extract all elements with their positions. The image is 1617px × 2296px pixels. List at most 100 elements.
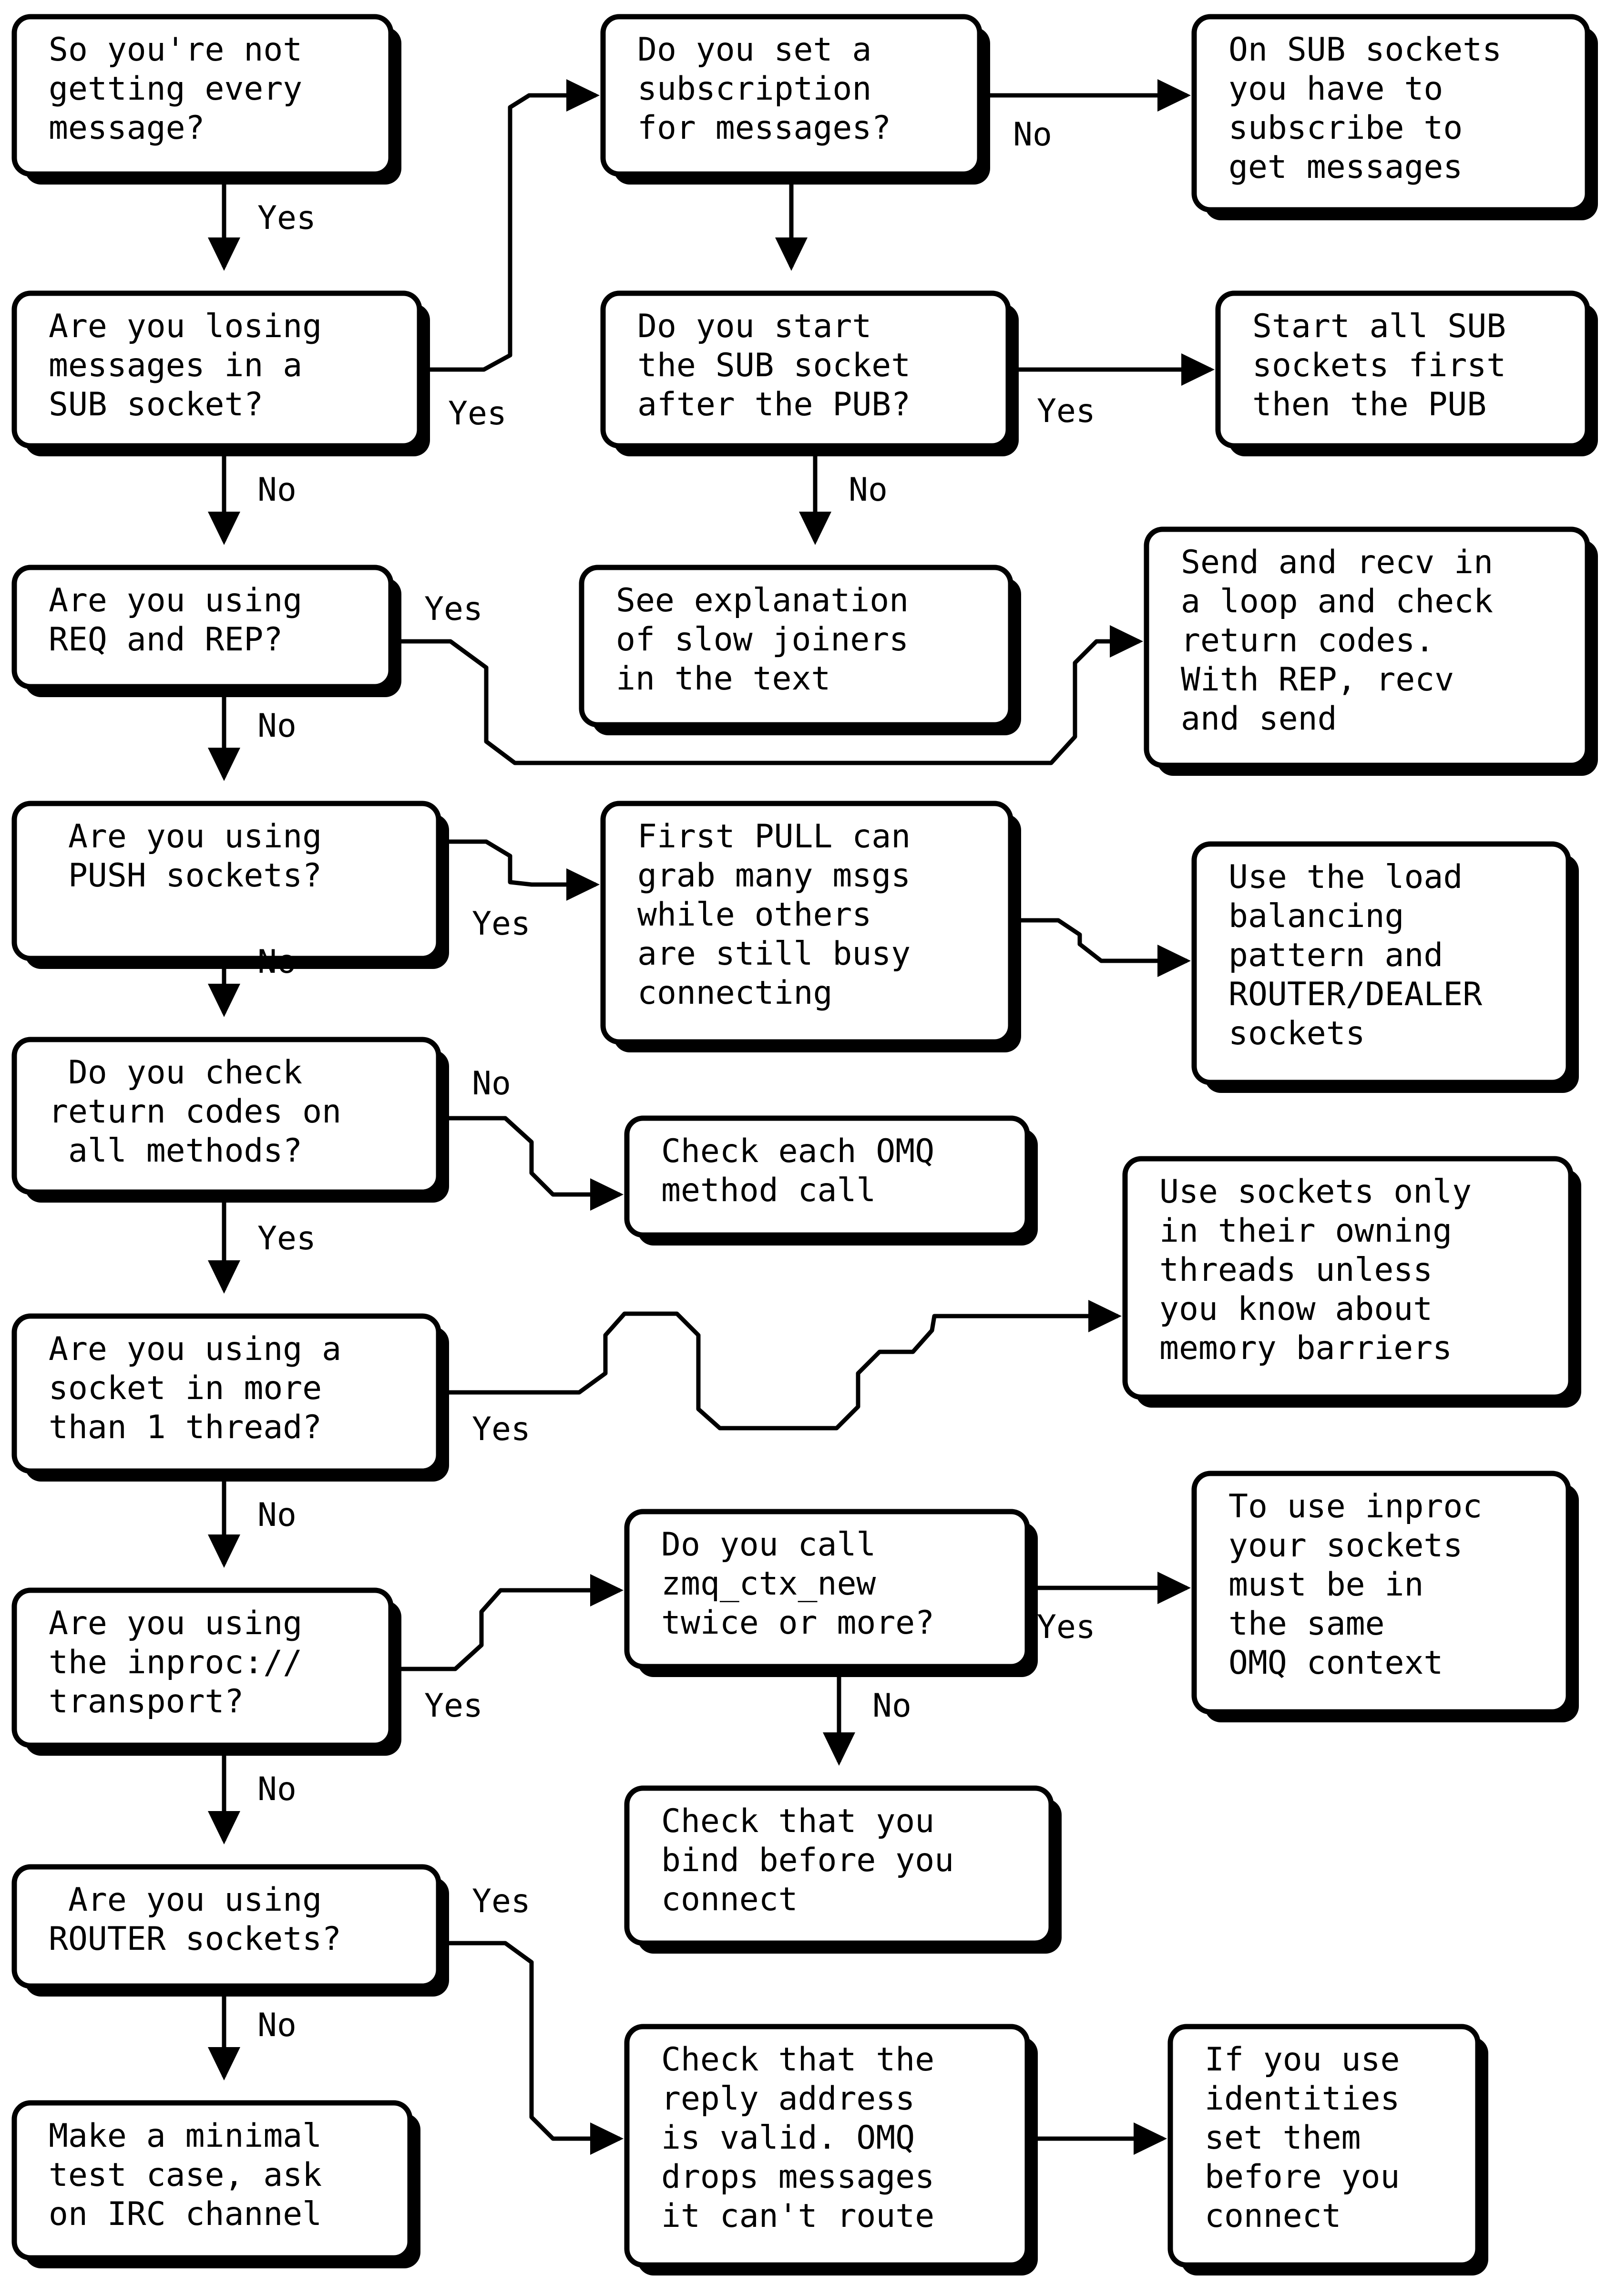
node-box xyxy=(11,290,422,449)
node-text-line: you have to xyxy=(1228,70,1443,108)
node-box xyxy=(624,2024,1030,2268)
node-text-line: are still busy xyxy=(637,935,911,973)
node-text-line: With REP, recv xyxy=(1181,661,1454,699)
node-text-line: sockets xyxy=(1228,1015,1365,1052)
arrowhead xyxy=(1134,2122,1167,2155)
node-text-line: Use sockets only xyxy=(1159,1173,1472,1211)
arrowhead xyxy=(1110,625,1143,658)
arrowhead xyxy=(823,1732,855,1766)
node-box xyxy=(1191,14,1590,213)
node-text-line: Start all SUB xyxy=(1252,308,1506,345)
node-text-line: reply address xyxy=(661,2080,915,2118)
edge-label: No xyxy=(257,1496,297,1534)
edge-label: No xyxy=(872,1687,911,1725)
node-text-line: threads unless xyxy=(1159,1251,1433,1289)
node-box xyxy=(1122,1156,1574,1400)
arrowhead xyxy=(590,1178,624,1211)
arrowhead xyxy=(208,512,240,545)
node-text-line: Are you using xyxy=(49,1605,302,1642)
node-text-line: transport? xyxy=(49,1683,244,1720)
node-text-line: SUB socket? xyxy=(49,386,263,423)
edge-n13-n21 xyxy=(1018,918,1187,963)
arrowhead xyxy=(590,1574,624,1606)
edge-n5-n14 xyxy=(446,1116,620,1197)
node-text-line: it can't route xyxy=(661,2197,934,2235)
arrowhead xyxy=(566,79,600,112)
node-text-line: Check each OMQ xyxy=(661,1133,934,1170)
node-text-line: subscribe to xyxy=(1228,109,1463,147)
edge-n6-n22 xyxy=(446,1311,1118,1431)
node-box xyxy=(600,14,982,177)
node-text-line: after the PUB? xyxy=(637,386,911,423)
edge-label: Yes xyxy=(472,1883,531,1920)
edge-label: Yes xyxy=(257,199,316,237)
edges xyxy=(208,79,1215,2155)
node-text-line: Do you set a xyxy=(637,31,871,69)
node-box xyxy=(1167,2024,1481,2268)
node-text-line: set them xyxy=(1205,2119,1361,2157)
edge-label: Yes xyxy=(1037,392,1095,430)
arrowhead xyxy=(799,512,831,545)
node-text-line: drops messages xyxy=(661,2158,934,2196)
node-text-line: Send and recv in xyxy=(1181,544,1493,581)
node-text-line: while others xyxy=(637,896,871,934)
arrowhead xyxy=(208,2047,240,2080)
flowchart-node: Are you using PUSH sockets? xyxy=(11,801,449,969)
edge-label: No xyxy=(257,471,297,509)
node-text-line: all methods? xyxy=(49,1132,302,1170)
node-text-line: and send xyxy=(1181,700,1337,738)
node-text-line: connect xyxy=(661,1881,798,1918)
node-text-line: memory barriers xyxy=(1159,1329,1452,1367)
node-text-line: subscription xyxy=(637,70,871,108)
node-box xyxy=(624,1509,1030,1669)
node-text-line: the inproc:// xyxy=(49,1644,302,1681)
edge-n4-n13 xyxy=(446,839,596,887)
node-text-line: On SUB sockets xyxy=(1228,31,1502,69)
edge-label: No xyxy=(1013,116,1052,154)
edge-labels: YesYesNoYesNoYesNoNoYesYesNoYesNoYesNoNo… xyxy=(257,116,1095,2044)
arrowhead xyxy=(1157,79,1191,112)
node-box xyxy=(600,801,1013,1045)
edge-label: Yes xyxy=(424,1687,483,1725)
edge-n7-n15 xyxy=(398,1588,620,1671)
node-text-line: connect xyxy=(1205,2197,1341,2235)
arrowhead xyxy=(208,1811,240,1844)
arrowhead xyxy=(566,868,600,901)
node-text-line: grab many msgs xyxy=(637,857,911,895)
node-text-line: REQ and REP? xyxy=(49,621,283,659)
arrowhead xyxy=(1157,1572,1191,1604)
node-text-line: Are you using xyxy=(49,818,322,855)
node-text-line: method call xyxy=(661,1172,876,1209)
node-text-line: To use inproc xyxy=(1228,1488,1482,1525)
node-box xyxy=(11,1037,441,1195)
node-text-line: get messages xyxy=(1228,148,1463,186)
edge-n3-n20 xyxy=(398,639,1140,765)
node-text-line: ROUTER/DEALER xyxy=(1228,976,1482,1013)
node-text-line: Do you call xyxy=(661,1526,876,1564)
node-text-line: twice or more? xyxy=(661,1604,934,1642)
arrowhead xyxy=(775,237,808,271)
node-box xyxy=(11,801,441,961)
arrowhead xyxy=(1157,945,1191,977)
node-text-line: bind before you xyxy=(661,1842,954,1879)
node-text-line: the SUB socket xyxy=(637,347,911,384)
node-text-line: Make a minimal xyxy=(49,2117,322,2155)
edge-label: No xyxy=(472,1065,511,1102)
node-text-line: balancing xyxy=(1228,897,1404,935)
node-text-line: Are you using a xyxy=(49,1330,341,1368)
node-text-line: the same xyxy=(1228,1605,1385,1643)
